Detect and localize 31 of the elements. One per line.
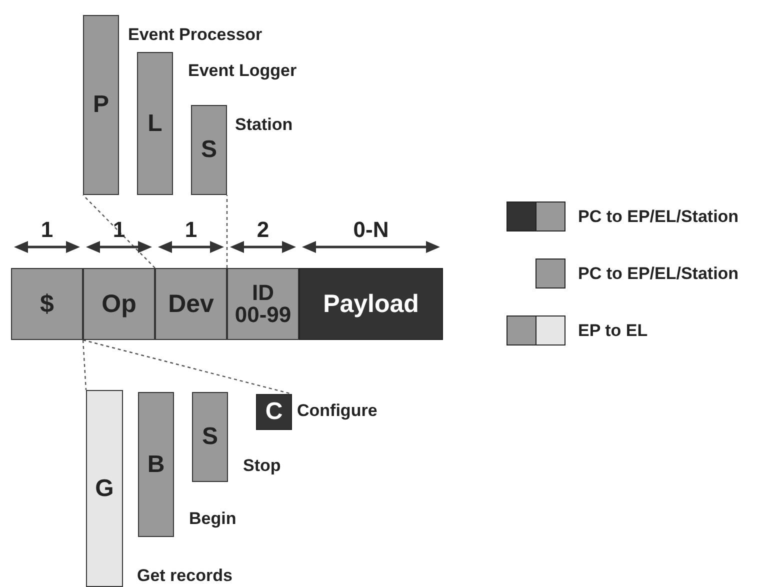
legend-label: PC to EP/EL/Station: [578, 207, 739, 227]
bar-label: Event Processor: [128, 25, 262, 45]
packet-field: Op: [83, 268, 155, 340]
size-label: 1: [112, 217, 126, 243]
bar-label: Event Logger: [188, 61, 297, 81]
packet-field: ID 00-99: [227, 268, 299, 340]
code-bar: B: [138, 392, 174, 537]
bar-label: Get records: [137, 566, 232, 586]
legend-label: EP to EL: [578, 321, 648, 341]
size-label: 2: [256, 217, 270, 243]
bar-label: Station: [235, 115, 293, 135]
code-bar: P: [83, 15, 119, 195]
bar-label: Configure: [297, 401, 378, 421]
code-bar: L: [137, 52, 173, 195]
dotted-line: [82, 194, 156, 268]
code-bar: S: [191, 105, 227, 195]
size-label: 1: [184, 217, 198, 243]
code-bar: S: [192, 392, 228, 482]
code-bar: C: [256, 394, 292, 430]
size-label: 1: [40, 217, 54, 243]
size-label: 0-N: [352, 217, 390, 243]
packet-field: Payload: [299, 268, 443, 340]
bar-label: Begin: [189, 509, 236, 529]
dotted-line: [82, 339, 292, 395]
packet-field: $: [11, 268, 83, 340]
bar-label: Stop: [243, 456, 281, 476]
dotted-line: [226, 195, 228, 268]
legend-label: PC to EP/EL/Station: [578, 264, 739, 284]
packet-field: Dev: [155, 268, 227, 340]
dotted-line: [82, 340, 87, 390]
code-bar: G: [86, 390, 123, 587]
